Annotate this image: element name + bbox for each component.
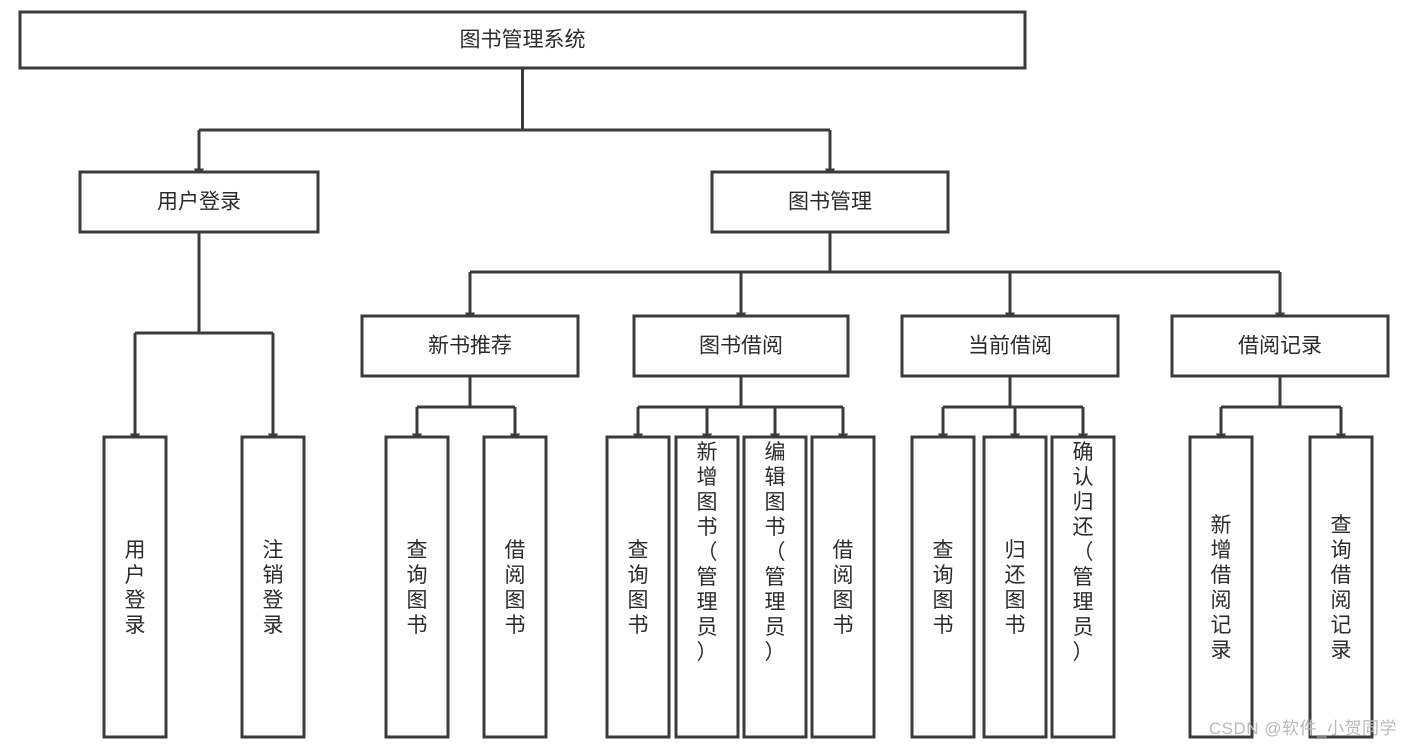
node-leaf-add-book-admin-label: 新增图书（管理员）: [697, 441, 718, 664]
node-book-manage[interactable]: 图书管理: [710, 170, 950, 234]
node-leaf-user-login-label: 用户登录: [125, 539, 146, 637]
node-user-login[interactable]: 用户登录: [78, 170, 320, 234]
node-borrow-record-box[interactable]: [1170, 314, 1390, 378]
node-leaf-query-borrow-record[interactable]: 查询借阅记录: [1308, 435, 1374, 739]
node-new-book-recommend[interactable]: 新书推荐: [360, 314, 580, 378]
node-leaf-borrow-book-new-box[interactable]: [482, 435, 548, 739]
node-book-borrow-label: 图书借阅: [699, 335, 783, 358]
node-leaf-return-book-box[interactable]: [982, 435, 1048, 739]
connectors-layer: [130, 68, 1346, 445]
node-leaf-query-book-new-box[interactable]: [384, 435, 450, 739]
node-leaf-query-book-current-label: 查询图书: [933, 539, 954, 637]
node-leaf-query-book-current-box[interactable]: [910, 435, 976, 739]
node-leaf-query-borrow-record-label: 查询借阅记录: [1331, 514, 1352, 662]
node-leaf-confirm-return-admin-label: 确认归还（管理员）: [1073, 441, 1094, 664]
node-leaf-query-book-borrow-box[interactable]: [605, 435, 671, 739]
node-book-manage-label: 图书管理: [788, 191, 872, 214]
node-book-borrow[interactable]: 图书借阅: [632, 314, 850, 378]
node-root-label: 图书管理系统: [460, 29, 586, 52]
node-leaf-query-book-current[interactable]: 查询图书: [910, 435, 976, 739]
nodes-layer: 图书管理系统用户登录图书管理新书推荐图书借阅当前借阅借阅记录用户登录注销登录查询…: [18, 10, 1390, 739]
node-leaf-borrow-book-new-label: 借阅图书: [505, 539, 526, 637]
node-leaf-query-borrow-record-box[interactable]: [1308, 435, 1374, 739]
node-leaf-query-book-new-label: 查询图书: [407, 539, 428, 637]
node-leaf-edit-book-admin[interactable]: 编辑图书（管理员）: [742, 435, 808, 739]
node-new-book-recommend-label: 新书推荐: [428, 335, 512, 358]
node-current-borrow-box[interactable]: [900, 314, 1120, 378]
node-user-login-box[interactable]: [78, 170, 320, 234]
node-leaf-user-login-box[interactable]: [102, 435, 168, 739]
node-leaf-logout[interactable]: 注销登录: [240, 435, 306, 739]
node-leaf-borrow-book[interactable]: 借阅图书: [810, 435, 876, 739]
watermark-label: CSDN @软件_小贺同学: [1208, 719, 1397, 738]
node-borrow-record[interactable]: 借阅记录: [1170, 314, 1390, 378]
node-user-login-label: 用户登录: [157, 191, 241, 214]
node-leaf-query-book-borrow-label: 查询图书: [628, 539, 649, 637]
node-leaf-add-borrow-record-box[interactable]: [1188, 435, 1254, 739]
node-leaf-confirm-return-admin-box[interactable]: [1050, 435, 1116, 739]
node-leaf-add-borrow-record[interactable]: 新增借阅记录: [1188, 435, 1254, 739]
node-leaf-add-borrow-record-label: 新增借阅记录: [1211, 514, 1232, 662]
node-book-borrow-box[interactable]: [632, 314, 850, 378]
node-borrow-record-label: 借阅记录: [1238, 335, 1322, 358]
node-leaf-borrow-book-label: 借阅图书: [833, 539, 854, 637]
node-leaf-query-book-borrow[interactable]: 查询图书: [605, 435, 671, 739]
node-leaf-return-book-label: 归还图书: [1005, 539, 1026, 637]
node-current-borrow[interactable]: 当前借阅: [900, 314, 1120, 378]
node-leaf-query-book-new[interactable]: 查询图书: [384, 435, 450, 739]
node-root-box[interactable]: [18, 10, 1027, 70]
node-leaf-logout-box[interactable]: [240, 435, 306, 739]
node-leaf-borrow-book-box[interactable]: [810, 435, 876, 739]
node-current-borrow-label: 当前借阅: [968, 335, 1052, 358]
node-new-book-recommend-box[interactable]: [360, 314, 580, 378]
node-leaf-edit-book-admin-box[interactable]: [742, 435, 808, 739]
node-leaf-user-login[interactable]: 用户登录: [102, 435, 168, 739]
node-leaf-add-book-admin-box[interactable]: [674, 435, 740, 739]
node-leaf-borrow-book-new[interactable]: 借阅图书: [482, 435, 548, 739]
node-leaf-logout-label: 注销登录: [263, 539, 284, 637]
node-leaf-return-book[interactable]: 归还图书: [982, 435, 1048, 739]
node-leaf-edit-book-admin-label: 编辑图书（管理员）: [765, 441, 786, 664]
node-root[interactable]: 图书管理系统: [18, 10, 1027, 70]
node-leaf-confirm-return-admin[interactable]: 确认归还（管理员）: [1050, 435, 1116, 739]
node-book-manage-box[interactable]: [710, 170, 950, 234]
node-leaf-add-book-admin[interactable]: 新增图书（管理员）: [674, 435, 740, 739]
